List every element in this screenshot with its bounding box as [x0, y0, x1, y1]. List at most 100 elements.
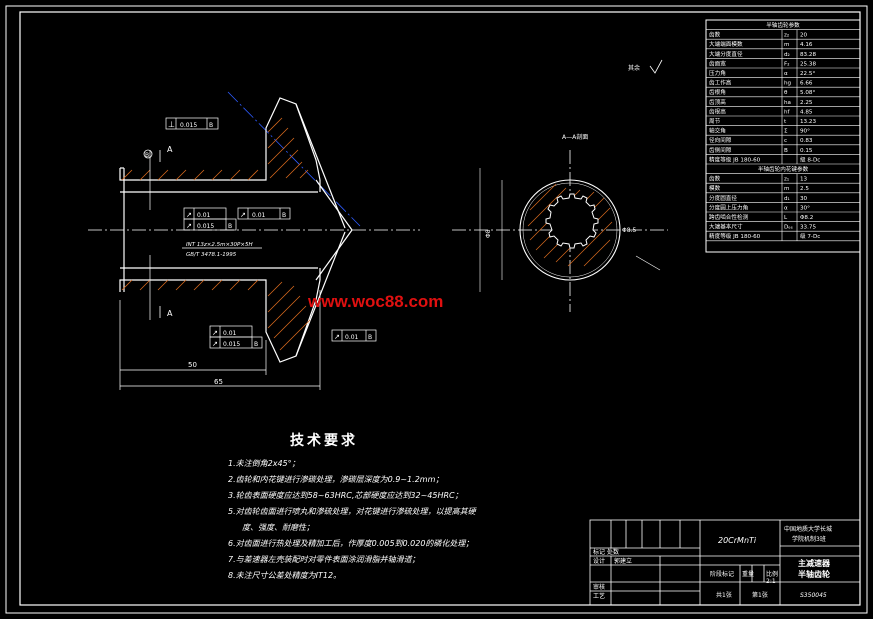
- svg-text:↗: ↗: [186, 222, 192, 230]
- tb-mark-label: 标记: [593, 548, 605, 556]
- param-name: 大端基本尺寸: [709, 223, 743, 231]
- param-name: 齿数: [709, 31, 721, 39]
- param-section-title: 半轴齿轮参数: [766, 21, 800, 29]
- param-name: 大端端面模数: [709, 40, 743, 48]
- tech-item: 2.齿轮和内花键进行渗碳处理，渗碳层深度为0.9~1.2mm；: [228, 475, 444, 484]
- section-label: A—A剖面: [562, 133, 588, 141]
- param-symbol: B: [784, 148, 788, 154]
- param-name: 模数: [709, 184, 721, 192]
- param-value: 30°: [800, 205, 810, 211]
- svg-text:0.015: 0.015: [223, 341, 240, 348]
- spline-callout-1: INT 13z×2.5m×30P×5H: [186, 242, 253, 248]
- view-arrow-a-bottom: A: [167, 309, 173, 318]
- param-value: Φ8.2: [800, 215, 813, 221]
- param-value: 2.25: [800, 100, 813, 106]
- param-value: 级 7-Dc: [800, 232, 820, 240]
- tech-item: 1.未注倒角2x45°；: [228, 459, 300, 468]
- param-name: 齿根角: [709, 88, 726, 96]
- tb-scale-val: 2:1: [766, 578, 776, 585]
- tech-item: 8.未注尺寸公差处精度为IT12。: [228, 571, 342, 580]
- param-value: 33.75: [800, 225, 816, 231]
- param-name: 精度等级 JB 180-60: [709, 232, 761, 240]
- param-name: 压力角: [709, 69, 726, 77]
- view-arrow-a-top: A: [167, 145, 173, 154]
- tb-process-label: 工艺: [593, 592, 605, 600]
- param-value: 83.28: [800, 52, 816, 58]
- tb-part-2: 半轴齿轮: [798, 569, 830, 579]
- spline-callout-2: GB/T 3478.1-1995: [186, 252, 237, 258]
- dim-50: 50: [188, 361, 197, 369]
- tb-sheet-no: 第1张: [752, 591, 768, 599]
- title-block-text: 标记 处数 设计 郭建立 审核 工艺 20CrMnTi 阶段标记 重量 比例 2…: [593, 525, 832, 600]
- param-value: 4.85: [800, 109, 813, 115]
- tb-sheets-total: 共1张: [716, 591, 732, 599]
- svg-text:B: B: [209, 122, 213, 129]
- param-name: 径向间隙: [709, 136, 732, 144]
- param-value: 6.66: [800, 81, 813, 87]
- datum-b-symbol: [143, 149, 153, 159]
- svg-text:↗: ↗: [334, 333, 340, 341]
- param-symbol: α: [784, 71, 788, 77]
- param-name: 精度等级 JB 180-60: [709, 155, 761, 163]
- tb-weight-label: 重量: [742, 570, 754, 578]
- param-name: 分度圆直径: [709, 194, 737, 202]
- param-symbol: F₂: [784, 61, 789, 67]
- param-name: 齿根高: [709, 107, 726, 115]
- centerlines: [88, 91, 668, 312]
- section-hatching: [121, 117, 311, 351]
- param-symbol: L: [784, 215, 788, 221]
- gdt-runout-lower-right: ↗ 0.01 B: [331, 329, 377, 342]
- svg-text:0.01: 0.01: [252, 212, 266, 219]
- title-block: [589, 519, 861, 606]
- param-value: 0.83: [800, 138, 813, 144]
- param-name: 分度圆上压力角: [709, 203, 748, 211]
- param-symbol: Σ: [784, 129, 788, 135]
- param-symbol: θ: [784, 90, 788, 96]
- svg-text:B: B: [254, 341, 258, 348]
- watermark: www.woc88.com: [308, 292, 444, 311]
- roughness-note: 其余: [628, 64, 640, 72]
- tb-drawing-no: S350045: [800, 592, 827, 599]
- param-name: 齿面宽: [709, 59, 726, 67]
- section-dim-left: Φ8: [485, 229, 492, 238]
- section-dim-right: Φ8.5: [622, 227, 636, 234]
- svg-text:0.01: 0.01: [223, 330, 237, 337]
- internal-spline-profile: [545, 193, 599, 249]
- gear-section-view: [119, 97, 353, 363]
- param-value: 20: [800, 33, 808, 39]
- svg-text:B: B: [282, 212, 286, 219]
- param-name: 齿顶高: [709, 98, 726, 106]
- param-name: 大端分度直径: [709, 50, 743, 58]
- param-value: 90°: [800, 129, 810, 135]
- param-symbol: z₂: [784, 33, 789, 39]
- param-symbol: c: [784, 138, 787, 144]
- param-symbol: d₂: [784, 52, 790, 58]
- svg-text:0.015: 0.015: [180, 122, 197, 129]
- svg-text:B: B: [368, 334, 372, 341]
- param-value: 0.15: [800, 148, 813, 154]
- param-section-title: 半轴齿轮内花键参数: [758, 165, 809, 173]
- param-value: 13: [800, 177, 808, 183]
- dimension-lines: [119, 150, 321, 390]
- gdt-runout-upper-left: ↗ 0.01 ↗ 0.015 B: [183, 207, 237, 231]
- param-value: 5.08°: [800, 90, 815, 96]
- svg-text:0.01: 0.01: [197, 212, 211, 219]
- param-value: 2.5: [800, 186, 809, 192]
- dim-65: 65: [214, 378, 223, 386]
- tb-scale-label: 比例: [766, 570, 778, 578]
- tb-count-label: 处数: [607, 548, 619, 556]
- param-symbol: m: [784, 186, 789, 192]
- param-symbol: hg: [784, 81, 792, 87]
- svg-text:B: B: [228, 223, 232, 230]
- svg-text:0.01: 0.01: [345, 334, 359, 341]
- param-symbol: α: [784, 205, 788, 211]
- param-symbol: t: [784, 119, 787, 125]
- svg-text:↗: ↗: [212, 329, 218, 337]
- svg-text:⊥: ⊥: [168, 120, 175, 129]
- param-name: 周节: [709, 117, 721, 125]
- param-value: 4.16: [800, 42, 813, 48]
- param-value: 25.38: [800, 61, 816, 67]
- section-aa-dims: [479, 168, 661, 292]
- tb-material: 20CrMnTi: [718, 536, 757, 545]
